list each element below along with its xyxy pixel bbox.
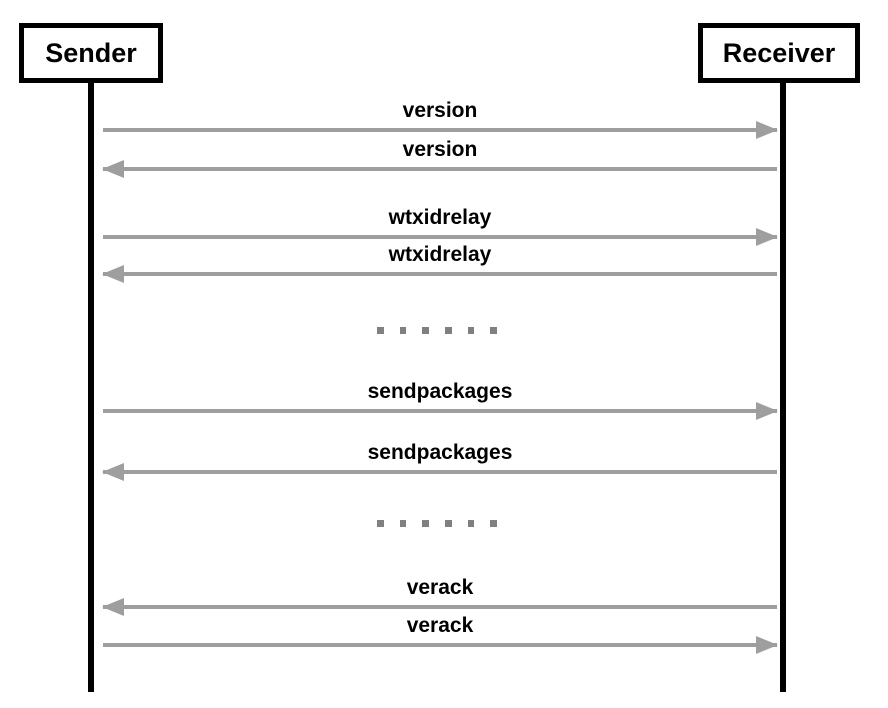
arrowhead-right-icon: [756, 636, 778, 654]
arrowhead-right-icon: [756, 228, 778, 246]
message-label: wtxidrelay: [388, 243, 492, 266]
message-line: [103, 167, 777, 171]
arrowhead-left-icon: [102, 463, 124, 481]
arrowhead-right-icon: [756, 402, 778, 420]
message-label: verack: [406, 576, 474, 599]
message-line: [103, 643, 777, 647]
ellipsis-dot: [399, 326, 407, 334]
arrowhead-right-icon: [756, 121, 778, 139]
message-label: sendpackages: [367, 380, 513, 403]
participant-box-receiver[interactable]: Receiver: [698, 23, 860, 83]
message-line: [103, 470, 777, 474]
message-line: [103, 605, 777, 609]
participant-label-sender: Sender: [45, 37, 137, 68]
lifeline-sender: [88, 83, 94, 692]
message-label: version: [402, 138, 478, 161]
arrowhead-left-icon: [102, 598, 124, 616]
ellipsis-dot: [467, 326, 475, 334]
arrowhead-left-icon: [102, 160, 124, 178]
message-label: sendpackages: [367, 441, 513, 464]
lifeline-receiver: [780, 83, 786, 692]
participant-box-sender[interactable]: Sender: [19, 23, 163, 83]
ellipsis-dot: [490, 519, 498, 527]
message-line: [103, 128, 777, 132]
participant-label-receiver: Receiver: [722, 37, 836, 68]
ellipsis-dot: [467, 519, 475, 527]
ellipsis-dot: [376, 519, 384, 527]
ellipsis-dot: [422, 519, 429, 527]
message-line: [103, 272, 777, 276]
arrowhead-left-icon: [102, 265, 124, 283]
message-line: [103, 235, 777, 239]
ellipsis-dot: [376, 326, 384, 334]
message-label: wtxidrelay: [388, 206, 492, 229]
message-line: [103, 409, 777, 413]
ellipsis-dot: [445, 519, 452, 527]
ellipsis-dot: [445, 326, 452, 334]
ellipsis-row: [376, 323, 498, 337]
message-label: version: [402, 99, 478, 122]
ellipsis-dot: [399, 519, 407, 527]
ellipsis-dot: [490, 326, 498, 334]
ellipsis-row: [376, 516, 498, 530]
message-label: verack: [406, 614, 474, 637]
ellipsis-dot: [422, 326, 429, 334]
